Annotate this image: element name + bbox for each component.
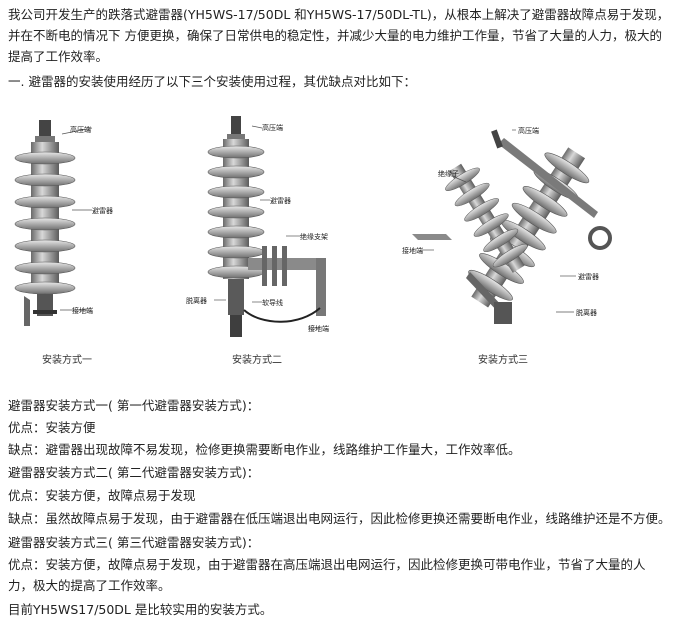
- method-1-title: 避雷器安装方式一( 第一代避雷器安装方式)：: [8, 398, 260, 413]
- diagram-3: 高压端 绝缘子 接地端 避雷器 脱离器 安装方式三: [402, 126, 612, 366]
- method-2-title: 避雷器安装方式二( 第二代避雷器安装方式)：: [8, 465, 260, 480]
- d3-arrester-label: 避雷器: [578, 272, 599, 281]
- d1-caption: 安装方式一: [42, 353, 92, 366]
- section-heading: 一. 避雷器的安装使用经历了以下三个安装使用过程，其优缺点对比如下：: [8, 74, 416, 89]
- d3-insulator-label: 绝缘子: [438, 169, 459, 178]
- intro-paragraph: 我公司开发生产的跌落式避雷器(YH5WS-17/50DL 和YH5WS-17/5…: [8, 7, 670, 64]
- d1-arrester-label: 避雷器: [92, 206, 113, 215]
- method-1-pros: 优点：安装方便: [8, 420, 96, 435]
- d3-ground-label: 接地端: [402, 246, 423, 255]
- d1-high-voltage-label: 高压端: [70, 125, 91, 134]
- d2-arrester-label: 避雷器: [270, 196, 291, 205]
- d2-bracket-label: 绝缘支架: [300, 232, 328, 241]
- method-2-pros: 优点：安装方便，故障点易于发现: [8, 488, 196, 503]
- method-3-pros: 优点：安装方便，故障点易于发现，由于避雷器在高压端退出电网运行，因此检修更换可带…: [8, 557, 646, 593]
- d2-ground-label: 接地端: [308, 324, 329, 333]
- d2-disconnector-label: 脱离器: [186, 296, 207, 305]
- d1-ground-label: 接地端: [72, 306, 93, 315]
- d3-caption: 安装方式三: [478, 353, 528, 366]
- conclusion: 目前YH5WS17/50DL 是比较实用的安装方式。: [8, 602, 273, 617]
- method-1-cons: 缺点：避雷器出现故障不易发现，检修更换需要断电作业，线路维护工作量大，工作效率低…: [8, 442, 521, 457]
- d2-high-voltage-label: 高压端: [262, 123, 283, 132]
- d3-disconnector-label: 脱离器: [576, 308, 597, 317]
- diagram-2: 高压端 避雷器 绝缘支架 脱离器 软导线 接地端 安装方式二: [186, 116, 329, 366]
- method-3-title: 避雷器安装方式三( 第三代避雷器安装方式)：: [8, 535, 260, 550]
- diagram-1: 高压端 避雷器 接地端 安装方式一: [14, 120, 113, 366]
- d2-caption: 安装方式二: [232, 353, 282, 366]
- method-2-cons: 缺点：虽然故障点易于发现，由于避雷器在低压端退出电网运行，因此检修更换还需要断电…: [8, 511, 671, 526]
- d3-high-voltage-label: 高压端: [518, 126, 539, 135]
- installation-diagrams: 高压端 避雷器 接地端 安装方式一: [14, 116, 612, 366]
- d2-soft-wire-label: 软导线: [262, 298, 283, 307]
